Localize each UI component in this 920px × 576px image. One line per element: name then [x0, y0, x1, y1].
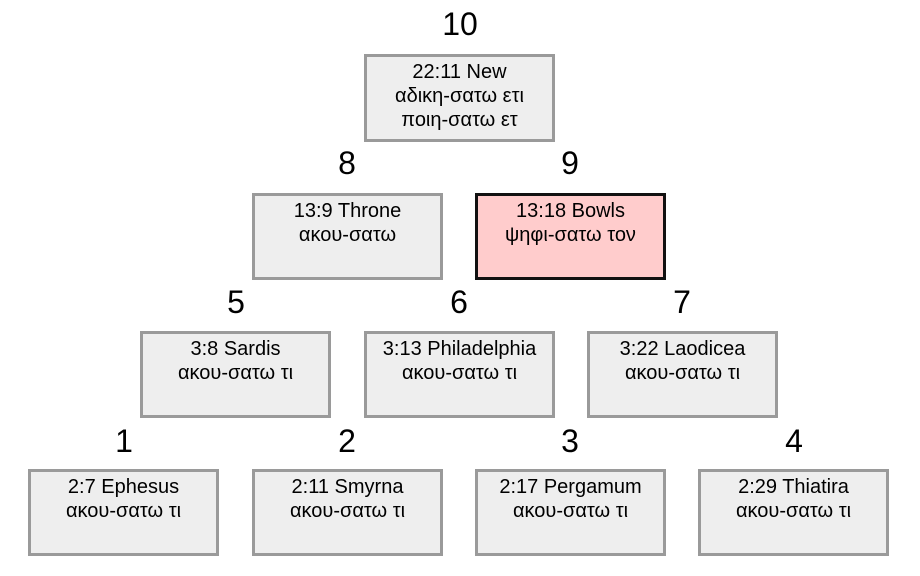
node-4-number: 4	[785, 423, 803, 459]
node-6-box: 3:13 Philadelphia ακου-σατω τι	[364, 331, 555, 418]
node-8-title: 13:9 Throne	[293, 200, 402, 222]
node-9-box: 13:18 Bowls ψηφι-σατω τον	[475, 193, 666, 280]
node-5-line-1: ακου-σατω τι	[177, 362, 294, 384]
node-10-line-1: αδικη-σατω ετι	[395, 85, 524, 107]
node-2-number: 2	[338, 423, 356, 459]
node-6-line-1: ακου-σατω τι	[401, 362, 518, 384]
node-1-title: 2:7 Ephesus	[67, 476, 180, 498]
node-3-number: 3	[561, 423, 579, 459]
node-10-line-2: ποιη-σατω ετ	[401, 109, 518, 131]
node-2-title: 2:11 Smyrna	[291, 476, 404, 498]
node-4-title: 2:29 Thiatira	[738, 476, 849, 498]
node-1-number: 1	[115, 423, 133, 459]
node-9-number: 9	[561, 145, 579, 181]
node-4-box: 2:29 Thiatira ακου-σατω τι	[698, 469, 889, 556]
node-3-title: 2:17 Pergamum	[499, 476, 642, 498]
node-6-title: 3:13 Philadelphia	[382, 338, 537, 360]
node-7-line-1: ακου-σατω τι	[624, 362, 741, 384]
node-9-title: 13:18 Bowls	[516, 200, 625, 222]
node-5-box: 3:8 Sardis ακου-σατω τι	[140, 331, 331, 418]
node-7-box: 3:22 Laodicea ακου-σατω τι	[587, 331, 778, 418]
node-2-line-1: ακου-σατω τι	[289, 500, 406, 522]
node-8-box: 13:9 Throne ακου-σατω	[252, 193, 443, 280]
node-4-line-1: ακου-σατω τι	[735, 500, 852, 522]
node-7-number: 7	[673, 284, 691, 320]
node-1-box: 2:7 Ephesus ακου-σατω τι	[28, 469, 219, 556]
node-3-box: 2:17 Pergamum ακου-σατω τι	[475, 469, 666, 556]
node-2-box: 2:11 Smyrna ακου-σατω τι	[252, 469, 443, 556]
node-10-box: 22:11 New αδικη-σατω ετι ποιη-σατω ετ	[364, 54, 555, 142]
node-5-title: 3:8 Sardis	[190, 338, 281, 360]
node-8-line-1: ακου-σατω	[298, 224, 397, 246]
node-6-number: 6	[450, 284, 468, 320]
node-1-line-1: ακου-σατω τι	[65, 500, 182, 522]
node-5-number: 5	[227, 284, 245, 320]
node-9-line-1: ψηφι-σατω τον	[505, 224, 636, 246]
node-10-title: 22:11 New	[412, 61, 507, 83]
node-3-line-1: ακου-σατω τι	[512, 500, 629, 522]
node-8-number: 8	[338, 145, 356, 181]
node-10-number: 10	[442, 6, 478, 42]
node-7-title: 3:22 Laodicea	[619, 338, 746, 360]
